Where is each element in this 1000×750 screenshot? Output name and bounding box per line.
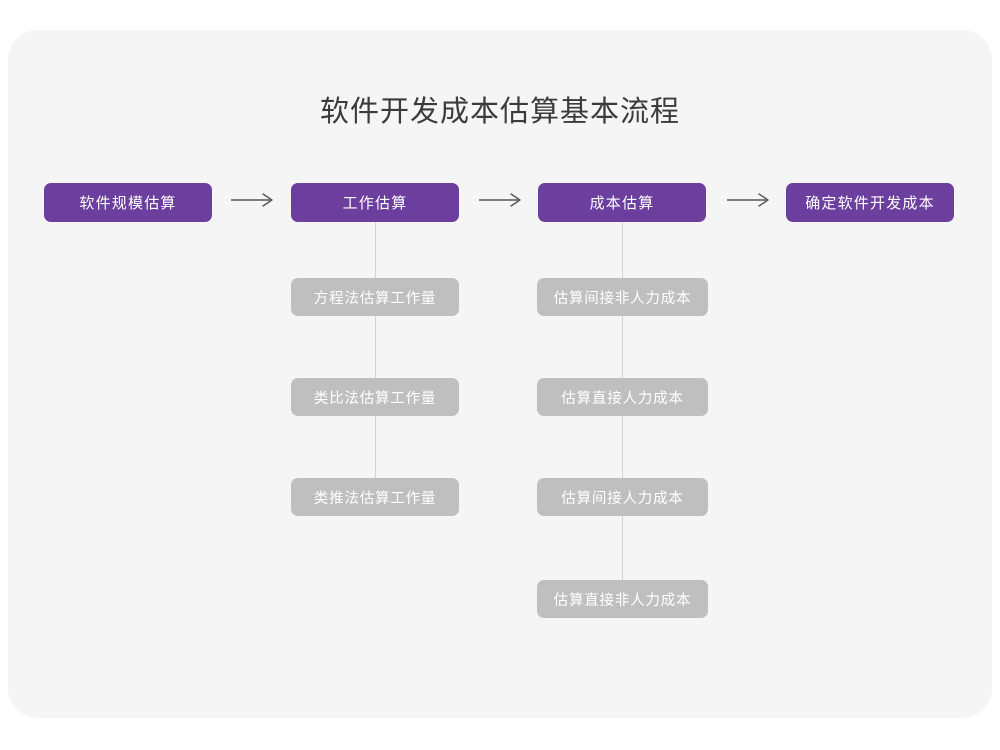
- substep-node-label: 类推法估算工作量: [313, 490, 437, 507]
- substep-node-indirect-nonlabor-cost[interactable]: 估算间接非人力成本: [537, 278, 708, 316]
- substep-node-label: 方程法估算工作量: [313, 290, 437, 307]
- substep-node-label: 估算间接人力成本: [561, 490, 684, 507]
- flow-node-label: 成本估算: [589, 195, 655, 212]
- substep-node-direct-nonlabor-cost[interactable]: 估算直接非人力成本: [537, 580, 708, 618]
- substep-node-label: 类比法估算工作量: [313, 390, 437, 407]
- flow-node-effort-estimation[interactable]: 工作估算: [291, 183, 459, 222]
- connector-line-effort-column: [375, 210, 376, 500]
- content-card: [8, 30, 992, 718]
- flow-node-determine-development-cost[interactable]: 确定软件开发成本: [786, 183, 954, 222]
- substep-node-equation-method-effort[interactable]: 方程法估算工作量: [291, 278, 459, 316]
- substep-node-label: 估算直接人力成本: [561, 390, 684, 407]
- flow-node-cost-estimation[interactable]: 成本估算: [538, 183, 706, 222]
- substep-node-analogy-method-effort[interactable]: 类比法估算工作量: [291, 378, 459, 416]
- substep-node-label: 估算直接非人力成本: [553, 592, 692, 609]
- flow-node-label: 工作估算: [342, 195, 408, 212]
- substep-node-direct-labor-cost[interactable]: 估算直接人力成本: [537, 378, 708, 416]
- substep-node-indirect-labor-cost[interactable]: 估算间接人力成本: [537, 478, 708, 516]
- substep-node-label: 估算间接非人力成本: [553, 290, 692, 307]
- page-title: 软件开发成本估算基本流程: [319, 96, 680, 128]
- flow-node-software-size-estimation[interactable]: 软件规模估算: [44, 183, 212, 222]
- flow-node-label: 软件规模估算: [79, 195, 177, 212]
- substep-node-inference-method-effort[interactable]: 类推法估算工作量: [291, 478, 459, 516]
- flow-node-label: 确定软件开发成本: [805, 195, 935, 212]
